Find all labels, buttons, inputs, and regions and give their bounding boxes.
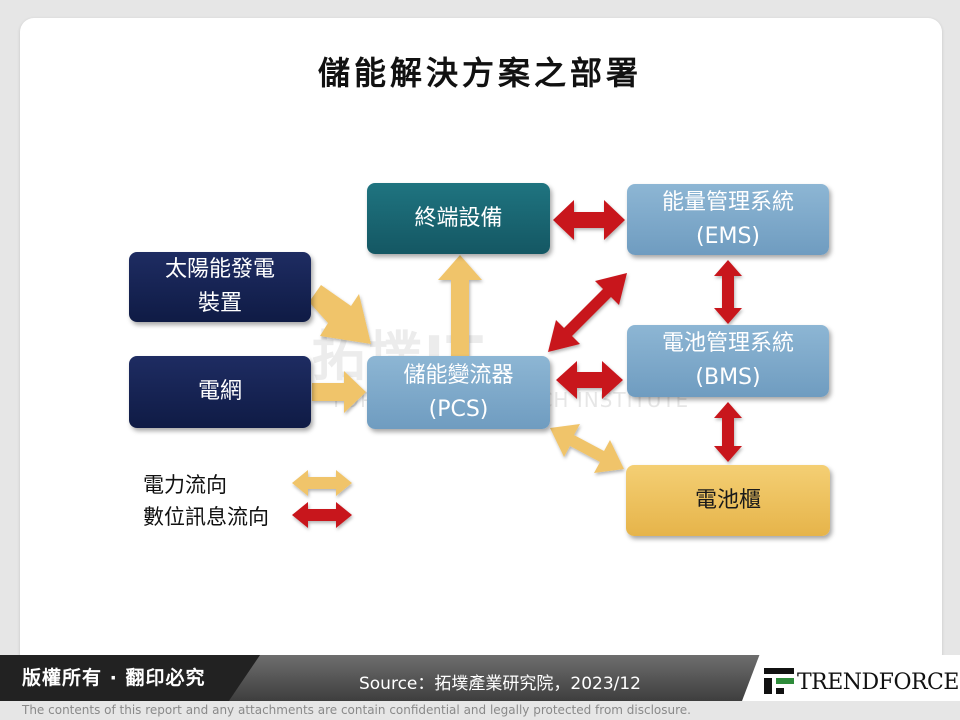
node-ems: 能量管理系統 (EMS) xyxy=(627,184,829,255)
arrow-terminal-ems xyxy=(553,200,625,240)
arrow-ems-bms xyxy=(714,260,742,324)
node-bms: 電池管理系統 (BMS) xyxy=(627,325,829,397)
node-ems-line2: (EMS) xyxy=(695,223,760,249)
arrow-pcs-to-terminal xyxy=(438,255,482,356)
trendforce-logo-icon xyxy=(764,668,794,694)
legend-data-flow: 數位訊息流向 xyxy=(143,505,269,529)
arrow-pcs-bms xyxy=(556,361,623,399)
page-title: 儲能解決方案之部署 xyxy=(317,54,642,92)
arrow-grid-to-pcs xyxy=(312,371,366,413)
node-terminal-label: 終端設備 xyxy=(414,205,503,231)
node-grid: 電網 xyxy=(129,356,311,428)
brand-name: TRENDFORCE xyxy=(797,670,959,695)
node-battery-cabinet-label: 電池櫃 xyxy=(694,487,761,513)
node-pcs-line2: (PCS) xyxy=(428,396,489,422)
arrow-pcs-ems xyxy=(548,273,627,352)
arrow-bms-cabinet xyxy=(714,402,742,462)
node-pcs: 儲能變流器 (PCS) xyxy=(367,356,550,429)
arrow-solar-to-pcs xyxy=(309,285,371,344)
arrow-pcs-cabinet xyxy=(550,424,624,473)
disclaimer: The contents of this report and any atta… xyxy=(22,703,691,717)
node-grid-label: 電網 xyxy=(197,379,242,404)
legend-power-arrow-icon xyxy=(292,470,352,496)
copyright-notice: 版權所有 · 翻印必究 xyxy=(0,655,260,701)
node-ems-line1: 能量管理系統 xyxy=(661,189,794,215)
node-battery-cabinet: 電池櫃 xyxy=(626,465,830,536)
node-bms-line2: (BMS) xyxy=(695,365,761,390)
node-pcs-line1: 儲能變流器 xyxy=(403,362,514,388)
node-terminal: 終端設備 xyxy=(367,183,550,254)
source-credit: Source：拓墣產業研究院，2023/12 xyxy=(358,674,641,694)
node-bms-line1: 電池管理系統 xyxy=(661,331,794,356)
node-solar: 太陽能發電 裝置 xyxy=(129,252,311,322)
legend-power-flow: 電力流向 xyxy=(143,473,227,497)
node-solar-line1: 太陽能發電 xyxy=(164,257,275,282)
node-solar-line2: 裝置 xyxy=(197,291,242,316)
legend-data-arrow-icon xyxy=(292,502,352,528)
